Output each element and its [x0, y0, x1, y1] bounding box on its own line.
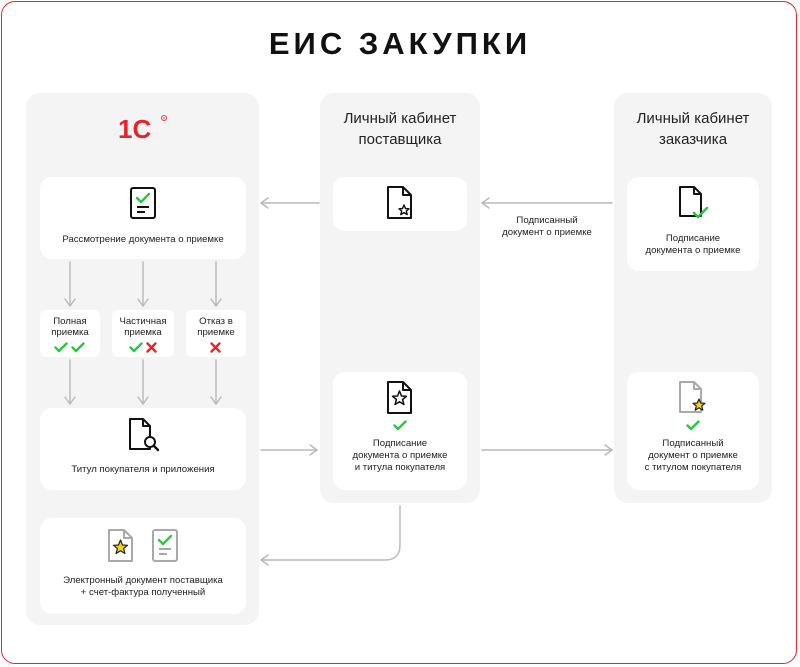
- option-partial-label-line1: Частичная: [119, 316, 167, 327]
- customer-signed-line1: Подписанный: [662, 438, 724, 449]
- supplier-sign-line3: и титула покупателя: [354, 462, 446, 473]
- flow-note: Подписанный документ о приемке: [486, 215, 608, 239]
- customer-sign-line2: документа о приемке: [645, 245, 741, 256]
- supplier-sign-line1: Подписание: [372, 438, 428, 449]
- check-icon: [54, 342, 68, 353]
- svg-text:1С: 1С: [118, 114, 151, 143]
- customer-header-line1: Личный кабинет: [636, 110, 750, 127]
- 1c-logo-icon: 1С R: [118, 114, 168, 143]
- document-star-icon: [387, 381, 412, 414]
- document-star-gray-icon: [679, 381, 706, 413]
- review-label: Рассмотрение документа о приемке: [62, 234, 224, 245]
- option-rejection-label-line1: Отказ в: [199, 316, 233, 327]
- supplier-header-line2: поставщика: [358, 131, 442, 148]
- cross-icon: [210, 342, 221, 353]
- document-check-icon: [130, 187, 156, 219]
- check-icon: [71, 342, 85, 353]
- customer-signed-line3: с титулом покупателя: [644, 462, 742, 473]
- arrow-supplier-to-received: [260, 505, 401, 561]
- option-rejection: Отказ в приемке: [186, 310, 246, 357]
- option-full-acceptance: Полная приемка: [40, 310, 100, 357]
- option-full-label-line1: Полная: [53, 316, 87, 327]
- supplier-header-line1: Личный кабинет: [343, 110, 457, 127]
- supplier-sign-line2: документа о приемке: [352, 450, 448, 461]
- svg-text:R: R: [163, 117, 166, 121]
- buyer-title-card: Титул покупателя и приложения: [40, 408, 246, 490]
- customer-sign-card: Подписание документа о приемке: [627, 177, 759, 271]
- supplier-sign-card: Подписание документа о приемке и титула …: [333, 372, 467, 490]
- supplier-document-card: [333, 177, 467, 231]
- received-label-line1: Электронный документ поставщика: [63, 575, 223, 586]
- document-search-icon: [129, 418, 160, 452]
- check-icon: [393, 420, 407, 431]
- document-check-icon: [679, 186, 709, 219]
- document-check-gray-icon: [152, 529, 178, 562]
- document-star-icon: [387, 186, 412, 219]
- customer-signed-line2: документ о приемке: [648, 450, 738, 461]
- page-title: ЕИС ЗАКУПКИ: [268, 26, 532, 61]
- option-partial-label-line2: приемка: [124, 327, 162, 338]
- received-label-line2: + счет-фактура полученный: [80, 587, 206, 598]
- document-star-gray-icon: [108, 529, 133, 562]
- check-icon: [686, 420, 700, 431]
- customer-header-line2: заказчика: [658, 131, 728, 148]
- customer-sign-line1: Подписание: [665, 233, 721, 244]
- option-rejection-label-line2: приемке: [197, 327, 235, 338]
- option-full-label-line2: приемка: [51, 327, 89, 338]
- buyer-title-label: Титул покупателя и приложения: [71, 464, 215, 475]
- customer-signed-card: Подписанный документ о приемке с титулом…: [627, 372, 759, 490]
- option-partial-acceptance: Частичная приемка: [112, 310, 174, 357]
- review-card: Рассмотрение документа о приемке: [40, 177, 246, 259]
- flow-note-line2: документ о приемке: [502, 227, 592, 238]
- cross-icon: [146, 342, 157, 353]
- received-document-card: Электронный документ поставщика + счет-ф…: [40, 518, 246, 614]
- flow-note-line1: Подписанный: [516, 215, 578, 226]
- check-icon: [129, 342, 143, 353]
